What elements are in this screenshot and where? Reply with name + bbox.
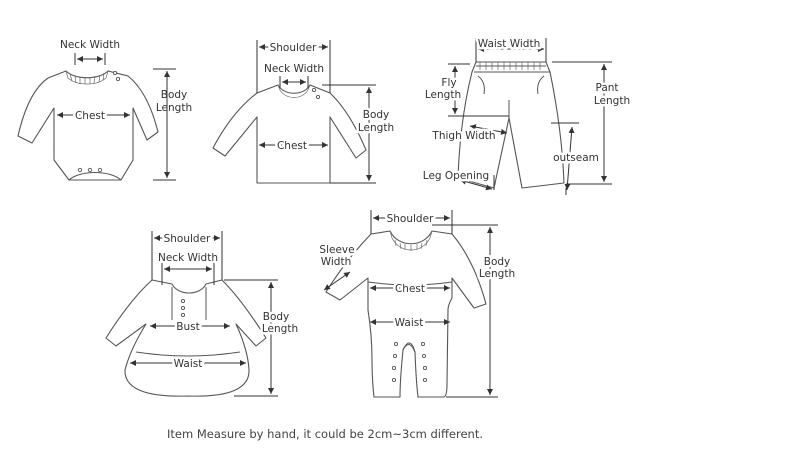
pants-leg-opening-label: Leg Opening (423, 170, 489, 182)
romper-chest-label: Chest (395, 283, 425, 295)
pants-outseam-label: outseam (553, 152, 599, 164)
shirt-diagram: Shoulder Neck Width Chest Body Length (212, 40, 397, 184)
pants-diagram: Waist Width Fly Length Pant Length Thigh… (420, 36, 633, 195)
measurement-note: Item Measure by hand, it could be 2cm~3c… (167, 427, 483, 441)
shirt-neck-width-label: Neck Width (264, 63, 324, 75)
dress-body-length-label-2: Length (262, 323, 298, 335)
shirt-chest-label: Chest (277, 140, 307, 152)
dress-neck-width-label: Neck Width (158, 252, 218, 264)
pants-fly-length-label-2: Length (425, 89, 461, 101)
pants-pant-length-label-2: Length (594, 95, 630, 107)
dress-waist-label: Waist (174, 358, 203, 370)
pants-waist-width-label: Waist Width (478, 38, 541, 50)
dress-body-length-label-1: Body (263, 311, 290, 323)
romper-outline (325, 230, 487, 398)
shirt-outline (212, 84, 367, 184)
bodysuit-body-length-label-2: Length (156, 102, 192, 114)
bodysuit-body-length-label-1: Body (161, 89, 188, 101)
pants-fly-length-label-1: Fly (441, 77, 456, 89)
bodysuit-diagram: Neck Width Chest Body Length (17, 39, 192, 181)
romper-sleeve-width-label-1: Sleeve (319, 244, 354, 256)
shirt-body-length-label-1: Body (363, 109, 390, 121)
shirt-shoulder-label: Shoulder (270, 42, 317, 54)
romper-body-length-label-1: Body (484, 256, 511, 268)
bodysuit-chest-label: Chest (75, 110, 105, 122)
bodysuit-outline (17, 70, 159, 181)
bodysuit-neck-width-label: Neck Width (60, 39, 120, 51)
romper-shoulder-label: Shoulder (387, 213, 434, 225)
dress-shoulder-label: Shoulder (164, 233, 211, 245)
shirt-body-length-label-2: Length (358, 122, 394, 134)
romper-diagram: Shoulder Sleeve Width Chest Waist Body L… (317, 210, 518, 398)
pants-pant-length-label-1: Pant (595, 82, 618, 94)
romper-waist-label: Waist (395, 317, 424, 329)
romper-body-length-label-2: Length (479, 268, 515, 280)
romper-sleeve-width-label-2: Width (321, 256, 352, 268)
dress-outline (105, 279, 267, 397)
pants-thigh-width-label: Thigh Width (431, 130, 495, 142)
dress-diagram: Shoulder Neck Width Bust Waist Body Leng… (105, 231, 301, 397)
dress-bust-label: Bust (176, 321, 199, 333)
